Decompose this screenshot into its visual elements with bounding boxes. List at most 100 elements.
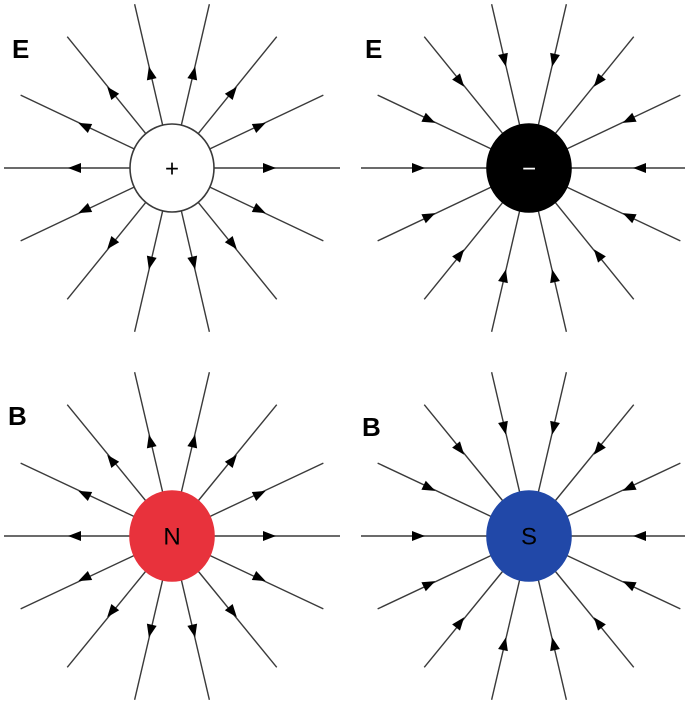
arrow-out-icon [78, 202, 93, 214]
field-line [66, 36, 148, 136]
field-line [133, 372, 164, 495]
arrow-in-icon [593, 441, 606, 455]
arrow-in-icon [593, 249, 606, 263]
arrow-out-icon [224, 86, 237, 100]
field-lines [4, 372, 340, 700]
field-lines [361, 4, 685, 332]
arrow-out-icon [146, 434, 157, 449]
arrow-in-icon [452, 441, 465, 455]
arrow-out-icon [263, 531, 276, 541]
arrow-out-icon [187, 66, 198, 81]
arrow-out-icon [263, 163, 276, 173]
field-line [377, 462, 494, 518]
arrow-in-icon [421, 581, 436, 592]
field-line [564, 94, 681, 151]
field-line [20, 185, 137, 242]
arrow-out-icon [68, 531, 81, 541]
arrow-in-icon [498, 637, 508, 652]
arrow-in-icon [421, 480, 436, 491]
arrow-in-icon [452, 249, 465, 263]
field-lines [361, 372, 685, 700]
field-line [553, 200, 635, 300]
arrow-in-icon [622, 581, 637, 592]
field-line [553, 36, 635, 136]
arrow-out-icon [78, 490, 93, 502]
field-lines [4, 4, 340, 332]
arrow-out-icon [251, 202, 266, 214]
field-line [133, 208, 164, 332]
arrow-out-icon [251, 122, 266, 134]
panel-label-b: B [362, 412, 381, 442]
arrow-in-icon [550, 269, 560, 284]
arrow-in-icon [498, 269, 508, 284]
positive-charge-symbol: + [165, 156, 179, 183]
arrow-in-icon [452, 73, 465, 87]
field-line [180, 577, 211, 700]
field-line [66, 200, 148, 300]
north-pole-circle [129, 490, 215, 582]
negative-charge-circle [486, 123, 572, 213]
south-pole-symbol: S [521, 524, 537, 551]
arrow-in-icon [498, 52, 508, 67]
panel-label-b: B [8, 401, 27, 431]
field-line [564, 554, 681, 610]
field-line [196, 200, 278, 300]
field-line [66, 404, 148, 503]
arrow-in-icon [452, 617, 465, 631]
arrow-out-icon [78, 122, 93, 134]
field-line [377, 94, 494, 151]
panel-label-e: E [12, 34, 29, 64]
panel-south-pole: S B [361, 372, 685, 700]
arrow-out-icon [146, 623, 157, 638]
field-line [207, 185, 324, 242]
field-line [553, 404, 635, 503]
field-line [180, 4, 211, 128]
field-line [207, 94, 324, 151]
field-line [196, 36, 278, 136]
positive-charge-circle [129, 123, 215, 213]
field-line [564, 462, 681, 518]
field-line [423, 200, 505, 300]
field-line [133, 4, 164, 128]
arrow-in-icon [412, 163, 425, 173]
negative-charge-symbol: − [522, 156, 536, 183]
arrow-out-icon [107, 454, 120, 468]
field-line [133, 577, 164, 700]
panel-north-pole: N B [4, 372, 340, 700]
arrow-out-icon [251, 570, 266, 582]
field-line [20, 554, 137, 610]
field-line [20, 462, 137, 518]
field-line [377, 554, 494, 610]
south-pole-circle [486, 490, 572, 582]
arrow-out-icon [224, 454, 237, 468]
arrow-in-icon [421, 213, 436, 224]
arrow-in-icon [412, 531, 425, 541]
field-line [564, 185, 681, 242]
field-line [196, 404, 278, 503]
arrow-out-icon [251, 490, 266, 502]
arrow-out-icon [146, 66, 157, 81]
arrow-in-icon [622, 213, 637, 224]
arrow-in-icon [498, 420, 508, 435]
arrow-in-icon [633, 163, 646, 173]
arrow-in-icon [622, 112, 637, 123]
arrow-out-icon [187, 255, 198, 270]
arrow-in-icon [593, 73, 606, 87]
panel-label-e: E [365, 34, 382, 64]
arrow-in-icon [550, 420, 560, 435]
field-line [66, 569, 148, 668]
north-pole-symbol: N [163, 524, 180, 551]
arrow-out-icon [107, 86, 120, 100]
arrow-in-icon [633, 531, 646, 541]
field-line [20, 94, 137, 151]
arrow-out-icon [187, 623, 198, 638]
field-line [207, 554, 324, 610]
arrow-out-icon [68, 163, 81, 173]
field-line [553, 569, 635, 668]
field-line [423, 404, 505, 503]
field-line [180, 208, 211, 332]
field-line [423, 569, 505, 668]
field-line [180, 372, 211, 495]
arrow-out-icon [107, 604, 120, 618]
